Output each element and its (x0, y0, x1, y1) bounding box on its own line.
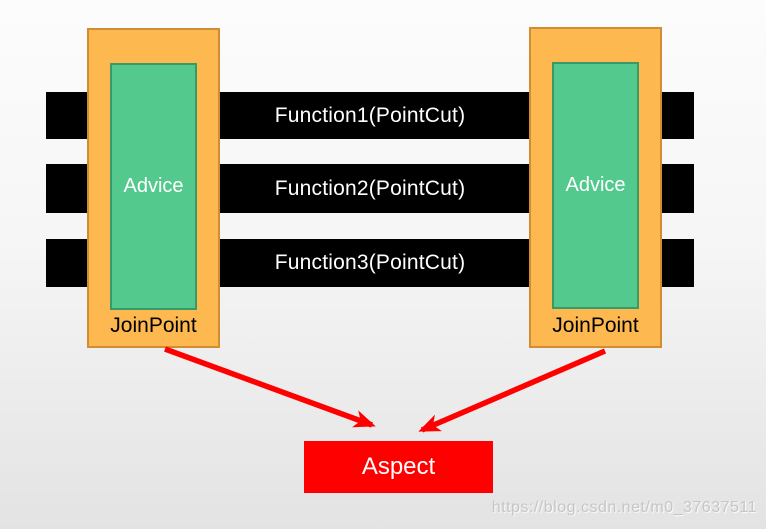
advice-box-right: Advice (552, 62, 639, 309)
aspect-label: Aspect (361, 453, 436, 480)
arrow-left-joinpoint-to-aspect (164, 346, 376, 428)
advice-label-right: Advice (565, 174, 626, 196)
function2-label: Function2(PointCut) (274, 176, 466, 200)
function1-label: Function1(PointCut) (274, 103, 466, 127)
advice-box-left: Advice (110, 63, 197, 310)
joinpoint-label-left: JoinPoint (110, 314, 197, 337)
advice-label-left: Advice (123, 175, 184, 197)
arrow-right-joinpoint-to-aspect (418, 348, 607, 433)
joinpoint-box-left: Advice JoinPoint (87, 28, 220, 348)
aspect-box: Aspect (304, 441, 493, 493)
function3-label: Function3(PointCut) (274, 251, 466, 274)
watermark: https://blog.csdn.net/m0_37637511 (491, 499, 757, 516)
joinpoint-box-right: Advice JoinPoint (529, 27, 662, 348)
joinpoint-label-right: JoinPoint (552, 314, 639, 337)
